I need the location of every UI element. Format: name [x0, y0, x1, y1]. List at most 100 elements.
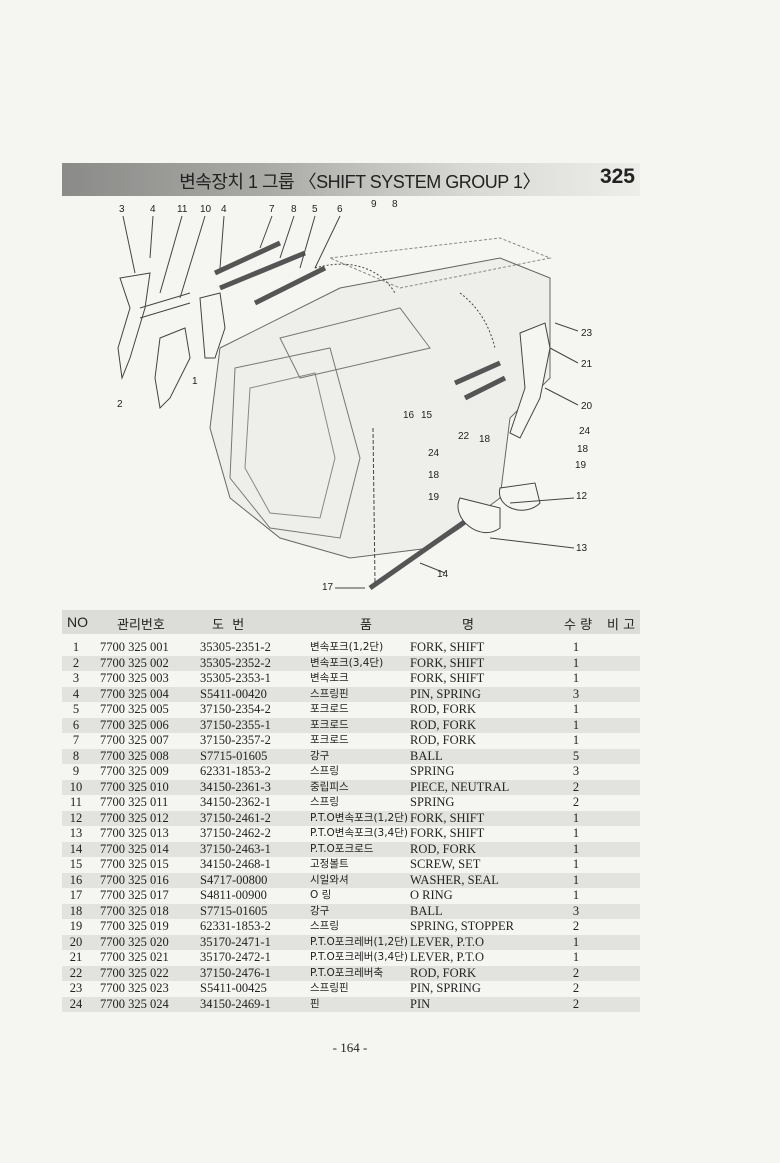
- cell-management-number: 7700 325 019: [100, 919, 169, 933]
- cell-name-en: ROD, FORK: [410, 841, 476, 856]
- cell-no: 23: [69, 981, 83, 995]
- cell-quantity: 2: [572, 779, 580, 794]
- callout-label: 23: [581, 328, 593, 339]
- cell-management-number: 7700 325 023: [100, 981, 169, 995]
- cell-quantity: 2: [572, 795, 580, 809]
- cell-name-kr: P.T.O변속포크(3,4단): [310, 827, 408, 839]
- cell-name-en: BALL: [410, 903, 443, 918]
- cell-name-en: FORK, SHIFT: [410, 655, 485, 670]
- cell-name-kr: P.T.O포크레버축: [310, 966, 384, 979]
- cell-name-kr: 중립피스: [310, 780, 349, 793]
- cell-management-number: 7700 325 010: [100, 779, 169, 794]
- cell-name-kr: 스프링: [310, 765, 339, 777]
- cell-drawing-number: 37150-2462-2: [200, 826, 271, 840]
- header-drawing-number: 도 번: [212, 618, 245, 633]
- cell-name-en: FORK, SHIFT: [410, 671, 485, 685]
- cell-drawing-number: S5411-00425: [200, 981, 267, 995]
- cell-name-en: ROD, FORK: [410, 965, 476, 980]
- callout-label: 22: [458, 431, 470, 442]
- cell-no: 6: [72, 717, 80, 732]
- cell-quantity: 1: [572, 702, 580, 716]
- callout-label: 3: [119, 204, 125, 215]
- cell-name-en: ROD, FORK: [410, 702, 476, 716]
- cell-management-number: 7700 325 021: [100, 950, 169, 964]
- callout-label: 24: [579, 426, 591, 437]
- callout-label: 18: [428, 470, 440, 481]
- callout-label: 20: [581, 401, 593, 412]
- table-header: NO 관리번호 도 번 품 명 수 량 비 고: [62, 610, 640, 634]
- cell-no: 17: [69, 888, 83, 902]
- cell-name-en: SPRING, STOPPER: [410, 919, 514, 933]
- cell-no: 2: [72, 655, 80, 670]
- cell-management-number: 7700 325 024: [100, 996, 169, 1011]
- cell-quantity: 1: [572, 950, 580, 964]
- cell-name-kr: 포크로드: [310, 734, 349, 746]
- cell-drawing-number: 37150-2355-1: [200, 717, 271, 732]
- cell-quantity: 2: [572, 965, 580, 980]
- callout-label: 7: [269, 204, 275, 215]
- callout-label: 13: [576, 543, 588, 554]
- cell-quantity: 1: [572, 888, 580, 902]
- cell-no: 18: [69, 903, 83, 918]
- cell-name-en: LEVER, P.T.O: [410, 934, 485, 949]
- cell-management-number: 7700 325 012: [100, 810, 169, 825]
- cell-name-en: LEVER, P.T.O: [410, 950, 485, 964]
- callout-label: 8: [392, 199, 398, 210]
- cell-name-en: ROD, FORK: [410, 733, 476, 747]
- cell-no: 24: [69, 996, 83, 1011]
- cell-quantity: 1: [572, 671, 580, 685]
- callout-label: 10: [200, 204, 212, 215]
- cell-drawing-number: 35170-2471-1: [200, 934, 271, 949]
- cell-no: 22: [69, 965, 83, 980]
- callout-label: 24: [428, 448, 440, 459]
- cell-no: 20: [69, 934, 83, 949]
- cell-management-number: 7700 325 007: [100, 733, 169, 747]
- callout-label: 18: [479, 434, 491, 445]
- section-header-bar: 변속장치 1 그룹 〈SHIFT SYSTEM GROUP 1〉 325: [62, 163, 640, 196]
- cell-name-en: PIN, SPRING: [410, 686, 481, 701]
- exploded-parts-diagram: 3 4 11 10 4 7 8 5 6 9 8 23 21 20 24 18 1…: [100, 198, 660, 603]
- cell-management-number: 7700 325 018: [100, 903, 169, 918]
- cell-name-kr: 변속포크: [310, 672, 349, 684]
- cell-no: 21: [69, 950, 83, 964]
- cell-quantity: 1: [572, 934, 580, 949]
- cell-name-kr: 고정볼트: [310, 858, 349, 870]
- cell-name-kr: 변속포크(1,2단): [310, 641, 384, 653]
- cell-quantity: 2: [572, 996, 580, 1011]
- cell-name-kr: 포크로드: [310, 703, 349, 715]
- cell-quantity: 1: [572, 640, 580, 654]
- callout-label: 16: [403, 410, 415, 421]
- cell-name-en: O RING: [410, 888, 453, 902]
- callout-label: 11: [177, 204, 188, 215]
- callout-label: 9: [371, 199, 377, 210]
- callout-label: 8: [291, 204, 297, 215]
- cell-management-number: 7700 325 001: [100, 640, 169, 654]
- cell-drawing-number: 35305-2353-1: [200, 671, 271, 685]
- cell-drawing-number: 62331-1853-2: [200, 919, 271, 933]
- cell-management-number: 7700 325 016: [100, 872, 169, 887]
- callout-label: 12: [576, 491, 588, 502]
- cell-drawing-number: S4717-00800: [200, 872, 268, 887]
- header-management-number: 관리번호: [117, 618, 165, 633]
- group-number: 325: [599, 165, 635, 188]
- cell-name-en: SPRING: [410, 795, 455, 809]
- cell-quantity: 3: [572, 686, 580, 701]
- cell-drawing-number: 35170-2472-1: [200, 950, 271, 964]
- cell-quantity: 1: [572, 872, 580, 887]
- cell-name-en: WASHER, SEAL: [410, 872, 499, 887]
- cell-name-kr: 스프링: [310, 920, 339, 932]
